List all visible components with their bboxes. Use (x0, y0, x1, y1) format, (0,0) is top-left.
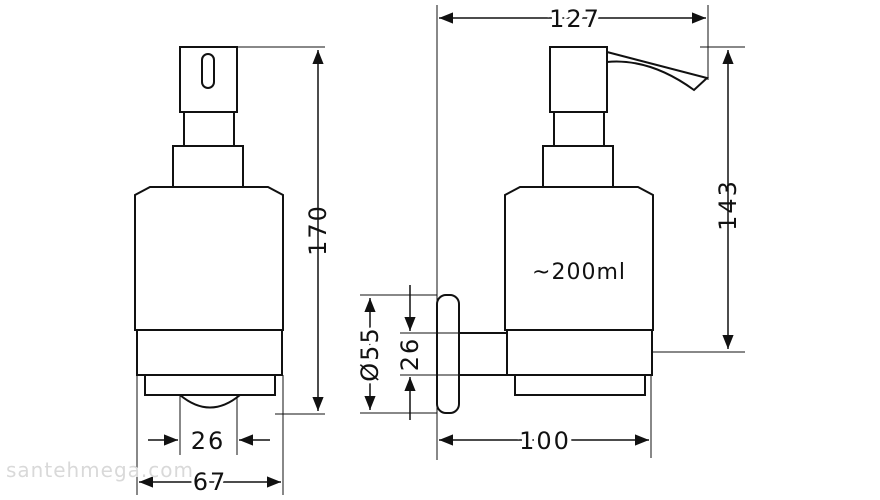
dim-d55-label: Ø55 (356, 326, 384, 381)
dim-bracket-height: 26 (393, 285, 459, 420)
watermark: santehmega.com (6, 458, 194, 482)
side-pump-stem (553, 111, 605, 147)
front-view (134, 46, 284, 409)
side-collar (542, 145, 614, 188)
capacity-label: ~200ml (532, 260, 626, 285)
dim-neck-width: 26 (148, 395, 270, 455)
dim-26-side-label: 26 (396, 337, 424, 372)
front-collar (172, 145, 244, 188)
dim-height-to-bracket: 143 (653, 46, 745, 353)
dim-100-label: 100 (519, 427, 571, 455)
front-bottom-curve (179, 394, 241, 409)
side-view (436, 46, 710, 414)
dim-rosette-diameter: Ø55 (353, 294, 437, 414)
dim-wall-to-center: 100 (439, 375, 652, 459)
dim-170-label: 170 (304, 204, 332, 256)
front-pump-stem (183, 111, 235, 147)
side-spout (606, 51, 710, 92)
dim-127-label: 127 (549, 5, 601, 33)
side-holder-ring (506, 329, 653, 376)
dim-143-label: 143 (714, 179, 742, 231)
front-pump-head (179, 46, 238, 113)
front-pump-slot (201, 53, 215, 89)
side-base (514, 375, 646, 396)
side-pump-head (549, 46, 608, 113)
dim-front-width: 67 (136, 375, 284, 499)
side-glass-body (504, 186, 654, 331)
front-holder-ring (136, 329, 283, 376)
dim-67-label: 67 (193, 468, 228, 496)
wall-rosette (436, 294, 460, 414)
front-glass-body (134, 186, 284, 331)
front-base (144, 375, 276, 396)
dim-total-height: 170 (237, 46, 332, 415)
dim-projection: 127 (439, 1, 709, 80)
dim-26-front-label: 26 (191, 427, 226, 455)
wall-bracket-arm (458, 332, 508, 376)
